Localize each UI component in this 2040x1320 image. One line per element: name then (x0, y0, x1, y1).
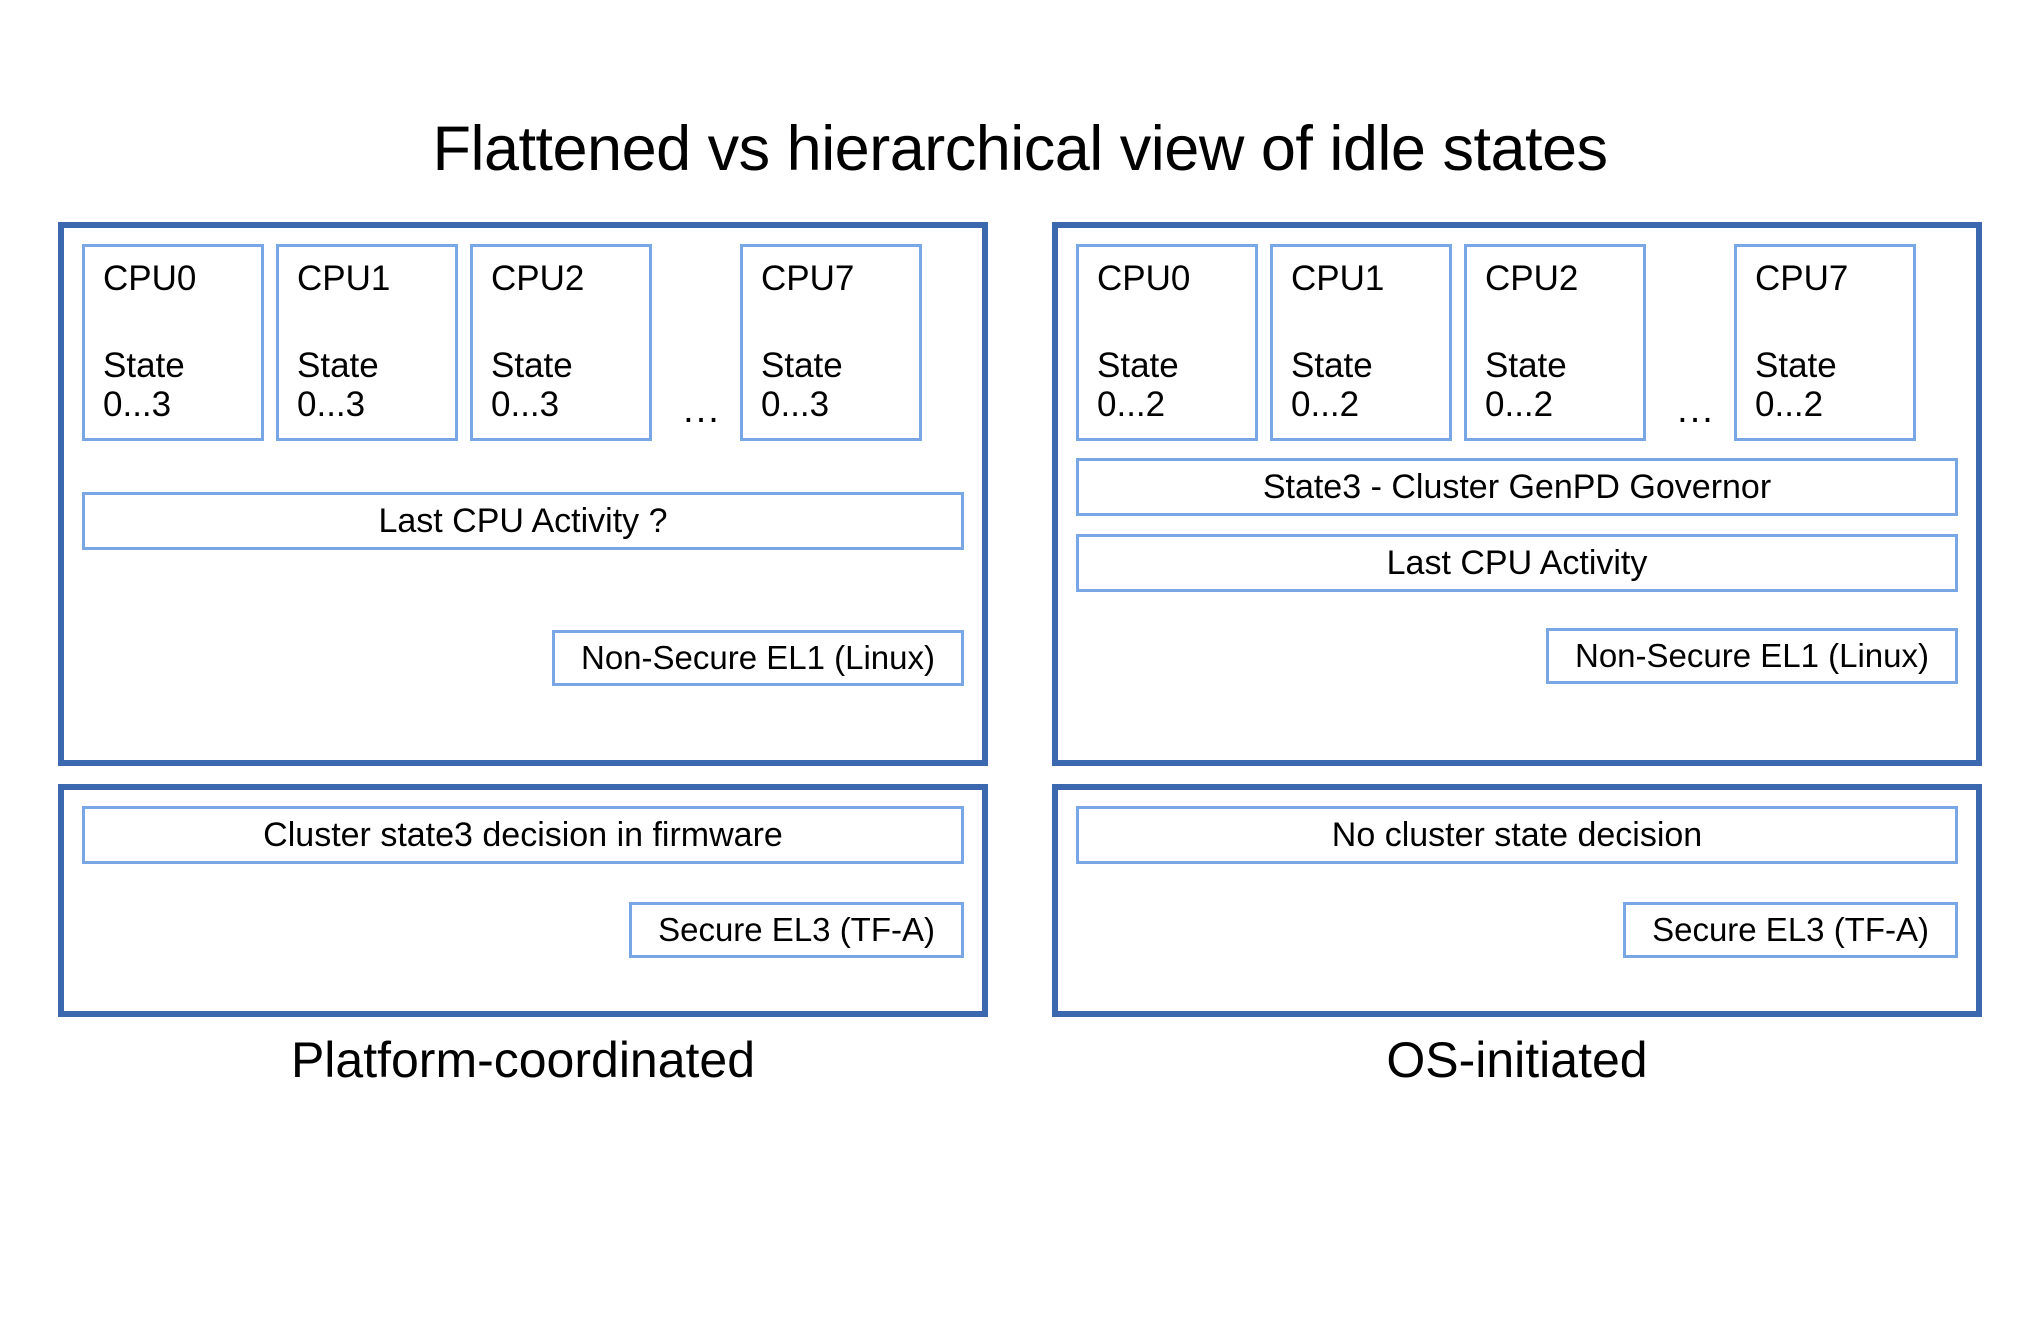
cluster-genpd-governor-bar: State3 - Cluster GenPD Governor (1076, 458, 1958, 516)
caption-os-initiated: OS-initiated (1386, 1032, 1648, 1088)
cpu-state-label: State (297, 345, 379, 385)
cpu-box-cpu2: CPU2 State 0...3 (470, 244, 652, 441)
cpu-label: CPU7 (1755, 259, 1849, 298)
left-os-panel: CPU0 State 0...3 CPU1 State 0...3 CPU2 S… (58, 222, 988, 766)
cpu-ellipsis: ... (683, 389, 721, 431)
cpu-box-cpu7: CPU7 State 0...2 (1734, 244, 1916, 441)
cpu-label: CPU1 (297, 259, 391, 298)
cpu-state: State 0...2 (1291, 346, 1449, 424)
cpu-state: State 0...3 (103, 346, 261, 424)
cluster-state-decision-bar: Cluster state3 decision in firmware (82, 806, 964, 864)
exception-level-tag-el1: Non-Secure EL1 (Linux) (1545, 628, 1958, 684)
right-el1-row: Non-Secure EL1 (Linux) (1076, 628, 1958, 684)
cpu-state-range: 0...2 (1485, 384, 1554, 424)
cpu-state-label: State (1097, 345, 1179, 385)
exception-level-tag-el1: Non-Secure EL1 (Linux) (551, 630, 964, 686)
cpu-label: CPU1 (1291, 259, 1385, 298)
cpu-state-label: State (103, 345, 185, 385)
exception-level-tag-el3: Secure EL3 (TF-A) (1623, 902, 1958, 958)
cpu-state-range: 0...2 (1291, 384, 1360, 424)
cpu-box-cpu2: CPU2 State 0...2 (1464, 244, 1646, 441)
cpu-box-cpu0: CPU0 State 0...2 (1076, 244, 1258, 441)
cpu-box-cpu0: CPU0 State 0...3 (82, 244, 264, 441)
right-firmware-panel: No cluster state decision Secure EL3 (TF… (1052, 784, 1982, 1017)
os-initiated-column: CPU0 State 0...2 CPU1 State 0...2 CPU2 S… (1052, 222, 1982, 1017)
cpu-state-range: 0...3 (491, 384, 560, 424)
no-cluster-state-decision-bar: No cluster state decision (1076, 806, 1958, 864)
cpu-state-label: State (1755, 345, 1837, 385)
cpu-label: CPU0 (103, 259, 197, 298)
cpu-state-label: State (1291, 345, 1373, 385)
cpu-state: State 0...2 (1097, 346, 1255, 424)
caption-platform-coordinated: Platform-coordinated (290, 1032, 756, 1088)
cpu-ellipsis: ... (1677, 389, 1715, 431)
cpu-box-cpu7: CPU7 State 0...3 (740, 244, 922, 441)
page-title: Flattened vs hierarchical view of idle s… (432, 114, 1608, 184)
cpu-state: State 0...3 (761, 346, 919, 424)
cpu-state-label: State (1485, 345, 1567, 385)
cpu-state-range: 0...3 (761, 384, 830, 424)
left-el3-row: Secure EL3 (TF-A) (82, 902, 964, 958)
cpu-box-cpu1: CPU1 State 0...3 (276, 244, 458, 441)
cpu-state-range: 0...3 (297, 384, 366, 424)
cpu-state-range: 0...2 (1097, 384, 1166, 424)
cpu-label: CPU7 (761, 259, 855, 298)
exception-level-tag-el3: Secure EL3 (TF-A) (629, 902, 964, 958)
cpu-label: CPU2 (491, 259, 585, 298)
cpu-state-label: State (761, 345, 843, 385)
left-cpu-row: CPU0 State 0...3 CPU1 State 0...3 CPU2 S… (82, 244, 964, 444)
right-os-panel: CPU0 State 0...2 CPU1 State 0...2 CPU2 S… (1052, 222, 1982, 766)
cpu-state: State 0...2 (1485, 346, 1643, 424)
platform-coordinated-column: CPU0 State 0...3 CPU1 State 0...3 CPU2 S… (58, 222, 988, 1017)
left-el1-row: Non-Secure EL1 (Linux) (82, 630, 964, 686)
cpu-state-label: State (491, 345, 573, 385)
last-cpu-activity-bar: Last CPU Activity (1076, 534, 1958, 592)
cpu-label: CPU0 (1097, 259, 1191, 298)
cpu-state: State 0...3 (297, 346, 455, 424)
cpu-state-range: 0...2 (1755, 384, 1824, 424)
right-cpu-row: CPU0 State 0...2 CPU1 State 0...2 CPU2 S… (1076, 244, 1958, 444)
right-el3-row: Secure EL3 (TF-A) (1076, 902, 1958, 958)
last-cpu-activity-bar: Last CPU Activity ? (82, 492, 964, 550)
cpu-box-cpu1: CPU1 State 0...2 (1270, 244, 1452, 441)
left-firmware-panel: Cluster state3 decision in firmware Secu… (58, 784, 988, 1017)
cpu-state: State 0...2 (1755, 346, 1913, 424)
cpu-state-range: 0...3 (103, 384, 172, 424)
cpu-label: CPU2 (1485, 259, 1579, 298)
cpu-state: State 0...3 (491, 346, 649, 424)
